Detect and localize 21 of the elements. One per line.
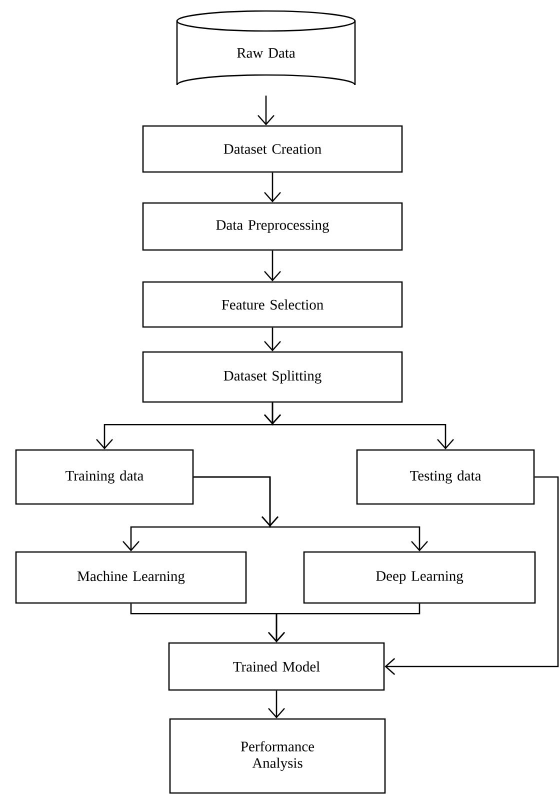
arrow: [264, 172, 281, 202]
process-box: Dataset Creation: [142, 125, 403, 173]
process-box: Data Preprocessing: [142, 202, 403, 251]
process-box: Feature Selection: [142, 281, 403, 328]
arrow: [268, 690, 285, 718]
arrow: [194, 476, 428, 552]
process-box: Machine Learning: [15, 551, 247, 604]
arrow: [258, 96, 274, 126]
arrow: [264, 328, 281, 352]
process-box: Trained Model: [168, 642, 385, 691]
cylinder: Raw Data: [176, 10, 356, 86]
arrow: [264, 250, 281, 282]
arrow: [264, 402, 454, 450]
process-box: Dataset Splitting: [142, 351, 403, 403]
process-box: Deep Learning: [303, 551, 536, 604]
process-box: Performance Analysis: [169, 718, 386, 794]
node-label: Raw Data: [237, 48, 296, 58]
arrow: [268, 604, 420, 642]
process-box: Training data: [15, 449, 194, 505]
arrow: [384, 476, 559, 675]
process-box: Testing data: [356, 449, 535, 505]
